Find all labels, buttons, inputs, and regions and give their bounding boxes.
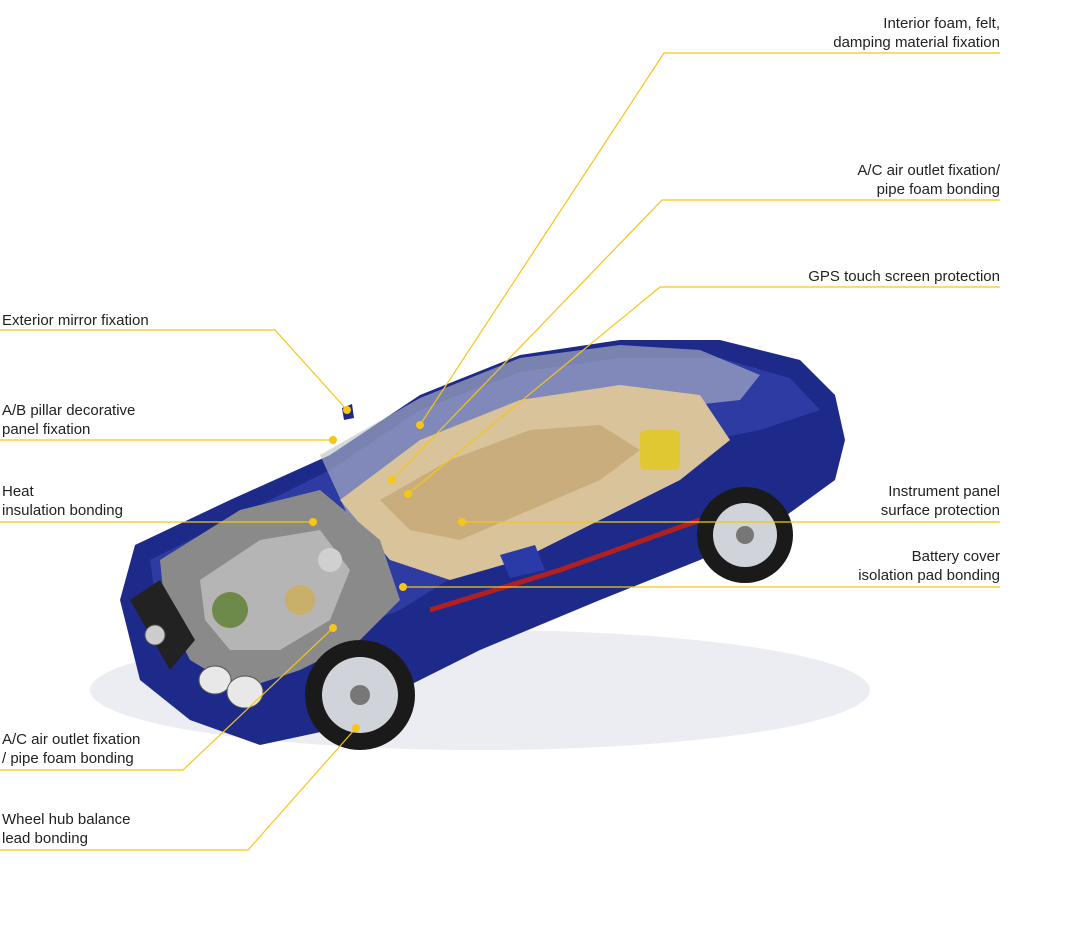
label-heat-insulation: Heat insulation bonding	[2, 483, 123, 519]
dot-gps	[404, 490, 412, 498]
dot-ab-pillar	[329, 436, 337, 444]
label-interior-foam: Interior foam, felt, damping material fi…	[833, 15, 1000, 51]
dot-wheel-hub	[352, 724, 360, 732]
leader-gps	[407, 286, 1000, 495]
label-ab-pillar: A/B pillar decorative panel fixation	[2, 402, 136, 438]
label-battery-cover: Battery cover isolation pad bonding	[858, 548, 1000, 584]
label-wheel-hub: Wheel hub balance lead bonding	[2, 811, 131, 847]
leader-interior-foam	[419, 52, 1000, 426]
label-ac-outlet-left: A/C air outlet fixation / pipe foam bond…	[2, 731, 141, 767]
label-gps: GPS touch screen protection	[808, 268, 1000, 285]
leader-lines	[0, 52, 1000, 851]
leader-dots	[309, 406, 466, 732]
car-illustration	[90, 340, 870, 750]
dot-instrument-panel	[458, 518, 466, 526]
label-instrument-panel: Instrument panel surface protection	[880, 483, 1000, 519]
dot-battery-cover	[399, 583, 407, 591]
label-exterior-mirror: Exterior mirror fixation	[2, 312, 149, 329]
dot-heat-insulation	[309, 518, 317, 526]
dot-exterior-mirror	[343, 406, 351, 414]
label-ac-outlet-right: A/C air outlet fixation/ pipe foam bondi…	[857, 162, 1000, 198]
leader-ac-outlet-right	[391, 199, 1000, 481]
dot-interior-foam	[416, 421, 424, 429]
dot-ac-outlet-right	[388, 476, 396, 484]
leader-exterior-mirror	[0, 329, 348, 411]
leader-ac-outlet-left	[0, 627, 334, 771]
leader-wheel-hub	[0, 727, 357, 851]
dot-ac-outlet-left	[329, 624, 337, 632]
